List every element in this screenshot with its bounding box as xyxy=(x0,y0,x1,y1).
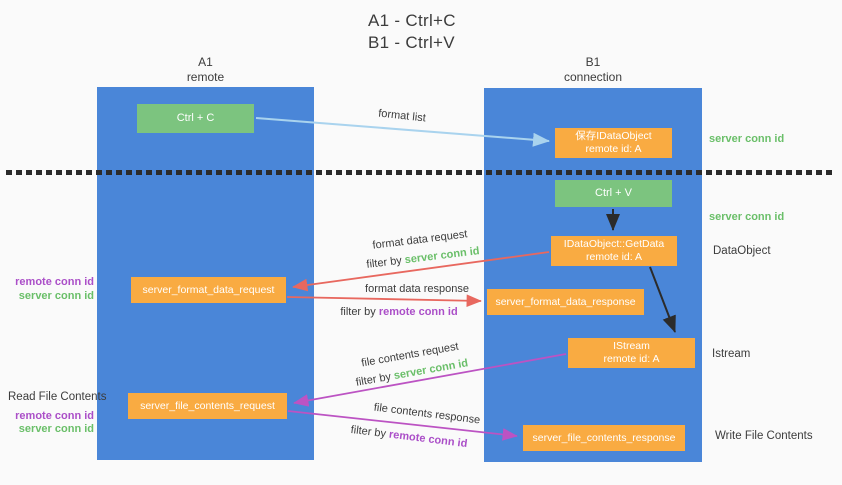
format-data-response-filter-label: filter by remote conn id xyxy=(340,306,457,318)
ctrl-v-label: Ctrl + V xyxy=(595,187,632,199)
istream-line1: IStream xyxy=(613,340,650,352)
clipboard-boundary-divider xyxy=(6,170,836,175)
file-response-label: server_file_contents_response xyxy=(532,431,676,444)
idataobject-getdata-box: IDataObject::GetData remote id: A xyxy=(551,236,677,266)
istream-line2: remote id: A xyxy=(603,353,660,365)
istream-box: IStream remote id: A xyxy=(568,338,695,368)
file-contents-response-label: file contents response xyxy=(373,401,481,427)
right-server-conn-id-top-label: server conn id xyxy=(709,133,785,145)
getdata-line1: IDataObject::GetData xyxy=(563,238,665,250)
getdata-line2: remote id: A xyxy=(585,251,643,263)
filter-by-text: filter by xyxy=(350,423,387,441)
format-request-label: server_format_data_request xyxy=(142,283,275,296)
istream-label: Istream xyxy=(712,348,751,360)
server-conn-id-text: server conn id xyxy=(404,245,481,267)
filter-by-text: filter by xyxy=(340,306,376,318)
save-dataobject-line2: remote id: A xyxy=(585,143,642,155)
right-server-conn-id-mid-label: server conn id xyxy=(709,211,785,223)
save-dataobject-box: 保存IDataObject remote id: A xyxy=(555,128,672,158)
column-header-a1: A1 remote xyxy=(97,55,314,85)
format-data-response-arrow xyxy=(286,294,482,308)
column-a1-name: A1 xyxy=(198,55,213,69)
format-data-response-label: format data response xyxy=(365,283,469,295)
left-file-server-conn-id-label: server conn id xyxy=(18,423,94,435)
save-dataobject-line1: 保存IDataObject xyxy=(575,130,652,142)
left-file-remote-conn-id-label: remote conn id xyxy=(15,410,94,422)
column-b1-name: B1 xyxy=(585,55,601,69)
left-format-server-conn-id-label: server conn id xyxy=(18,290,94,302)
filter-by-text: filter by xyxy=(354,370,392,389)
title-line-2: B1 - Ctrl+V xyxy=(368,33,455,52)
format-response-label: server_format_data_response xyxy=(495,295,636,308)
diagram-title: A1 - Ctrl+C B1 - Ctrl+V xyxy=(368,10,456,54)
remote-conn-id-text: remote conn id xyxy=(388,428,468,451)
server-file-contents-request-box: server_file_contents_request xyxy=(128,393,287,419)
column-b1-subtitle: connection xyxy=(563,70,623,84)
file-contents-response-filter-label: filter by remote conn id xyxy=(350,424,468,450)
server-format-data-response-box: server_format_data_response xyxy=(487,289,644,315)
ctrl-c-box: Ctrl + C xyxy=(137,104,254,133)
remote-conn-id-text: remote conn id xyxy=(378,306,458,318)
ctrl-c-label: Ctrl + C xyxy=(176,112,215,124)
format-list-label: format list xyxy=(377,107,427,125)
column-a1-subtitle: remote xyxy=(186,70,225,84)
column-header-b1: B1 connection xyxy=(484,55,702,85)
server-format-data-request-box: server_format_data_request xyxy=(131,277,286,303)
dataobject-label: DataObject xyxy=(713,245,771,257)
left-format-remote-conn-id-label: remote conn id xyxy=(15,276,94,288)
write-file-contents-label: Write File Contents xyxy=(715,430,813,442)
title-line-1: A1 - Ctrl+C xyxy=(368,11,456,30)
filter-by-text: filter by xyxy=(365,254,403,271)
read-file-contents-label: Read File Contents xyxy=(8,391,107,403)
file-request-label: server_file_contents_request xyxy=(140,399,275,412)
server-file-contents-response-box: server_file_contents_response xyxy=(523,425,685,451)
ctrl-v-box: Ctrl + V xyxy=(555,180,672,207)
